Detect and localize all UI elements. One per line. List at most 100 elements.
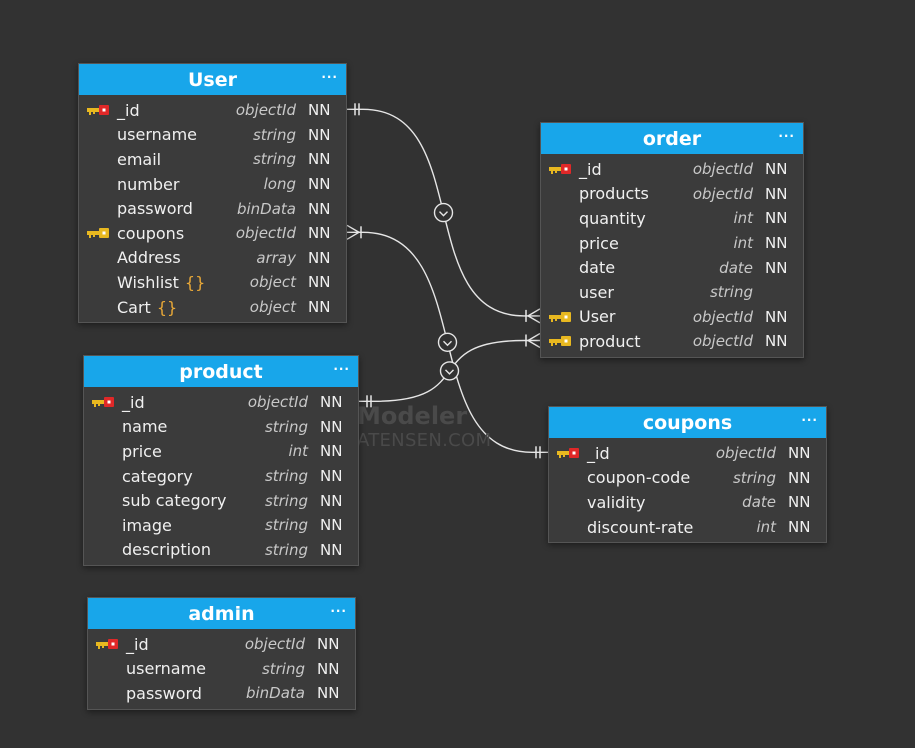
column-not-null: NN (320, 540, 343, 559)
foreign-key-icon (541, 335, 579, 347)
column-type: string (709, 283, 753, 302)
column-name: number (117, 174, 180, 194)
table-menu-button[interactable]: ··· (333, 362, 350, 376)
primary-key-icon (79, 104, 117, 116)
table-menu-button[interactable]: ··· (321, 70, 338, 84)
relationship-line (347, 108, 540, 317)
column-name: username (126, 659, 206, 679)
column-name: description (122, 540, 211, 560)
column-name: _id (126, 634, 149, 654)
column-row[interactable]: username string NN (79, 123, 346, 148)
column-not-null: NN (765, 234, 788, 253)
column-name: coupons (117, 223, 185, 243)
column-name: price (579, 233, 619, 253)
column-not-null: NN (788, 444, 811, 463)
column-not-null: NN (320, 417, 343, 436)
table-header[interactable]: order··· (541, 123, 803, 154)
column-name: Wishlist{} (117, 272, 206, 292)
column-not-null: NN (765, 307, 788, 326)
column-not-null: NN (320, 393, 343, 412)
table-title: admin (188, 602, 255, 625)
primary-key-icon (541, 163, 579, 175)
table-header[interactable]: product ··· (84, 356, 358, 387)
column-type: objectId (247, 393, 308, 412)
table-header[interactable]: coupons··· (549, 407, 826, 438)
primary-key-icon (88, 638, 126, 650)
column-type: string (252, 125, 296, 144)
column-not-null: NN (308, 101, 331, 120)
column-type: date (719, 258, 753, 277)
column-name: email (117, 149, 162, 169)
table-menu-button[interactable]: ··· (801, 413, 818, 427)
column-row[interactable]: image string NN (84, 513, 358, 538)
table-header[interactable]: admin ··· (88, 598, 355, 629)
column-type: objectId (692, 332, 753, 351)
primary-key-icon (549, 447, 587, 459)
column-type: string (264, 417, 308, 436)
column-row[interactable]: date date NN (541, 255, 803, 280)
column-not-null: NN (765, 258, 788, 277)
table-menu-button[interactable]: ··· (330, 604, 347, 618)
foreign-key-icon (541, 311, 579, 323)
column-type: string (264, 516, 308, 535)
column-name: price (122, 441, 162, 461)
column-name: username (117, 125, 197, 145)
many-marker (526, 332, 541, 349)
column-not-null: NN (320, 516, 343, 535)
table-title: product (179, 360, 263, 383)
column-not-null: NN (308, 150, 331, 169)
table-menu-button[interactable]: ··· (778, 129, 795, 143)
primary-key-icon (84, 396, 122, 408)
watermark: Modeler ATENSEN.COM (357, 402, 492, 451)
column-name: image (122, 515, 172, 535)
column-type: objectId (692, 307, 753, 326)
column-name: date (579, 258, 616, 278)
column-type: string (261, 659, 305, 678)
column-type: string (264, 491, 308, 510)
column-type: binData (245, 684, 305, 703)
relationship-line (359, 339, 540, 402)
many-marker (526, 308, 541, 324)
column-not-null: NN (320, 467, 343, 486)
column-name: quantity (579, 208, 646, 228)
column-type: objectId (235, 224, 296, 243)
column-name: password (126, 683, 202, 703)
column-not-null: NN (308, 125, 331, 144)
table-header[interactable]: User··· (79, 64, 346, 95)
column-not-null: NN (308, 248, 331, 267)
